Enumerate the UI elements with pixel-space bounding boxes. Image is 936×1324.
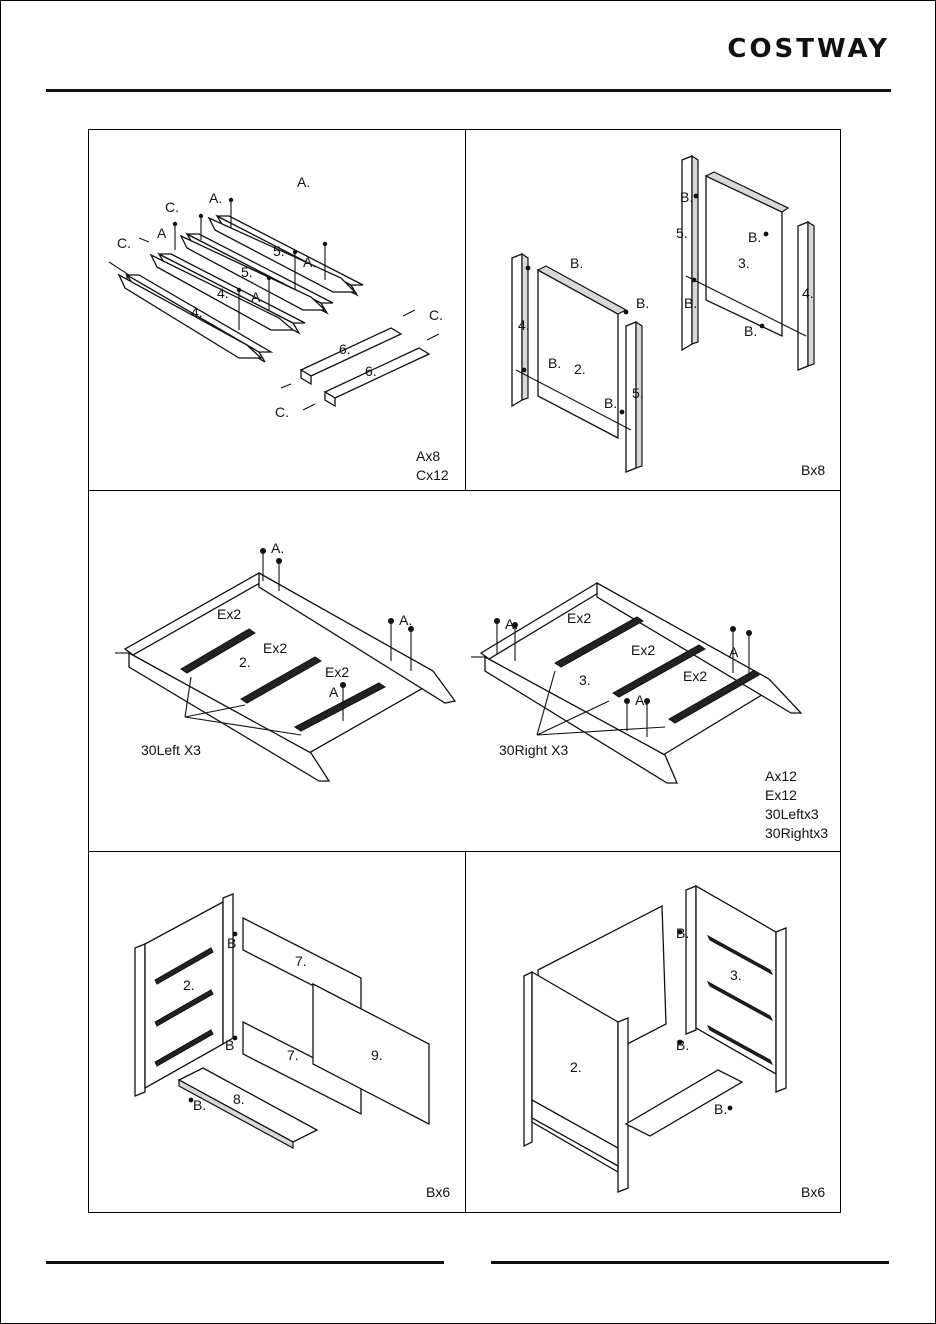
label-e: Ex2 xyxy=(683,668,707,684)
label-a: A. xyxy=(297,174,310,190)
label-b: B. xyxy=(676,925,689,941)
footer-rule-left xyxy=(46,1261,444,1264)
label-part-4: 4. xyxy=(518,317,530,333)
label-part-6: 6. xyxy=(339,341,351,357)
quantity-list: Ax8 Cx12 xyxy=(416,447,449,485)
label-a: A. xyxy=(505,616,518,632)
label-part-5: 5. xyxy=(241,264,253,280)
label-b: B. xyxy=(548,355,561,371)
quantity-slide-left: 30Leftx3 xyxy=(765,805,828,824)
label-part-3: 3. xyxy=(579,672,591,688)
quantity-list: Ax12 Ex12 30Leftx3 30Rightx3 xyxy=(765,767,828,843)
label-a: A xyxy=(157,225,167,241)
quantity-b: Bx8 xyxy=(801,461,825,480)
label-b: B. xyxy=(684,295,697,311)
label-c: C. xyxy=(165,199,179,215)
step-1-panel: A. A. A A. A. C. C. C. C. 4. 4. 5. 5. 6.… xyxy=(88,129,466,491)
label-part-2: 2. xyxy=(574,361,586,377)
step-4-panel: B B B. 2. 7. 7. 8. 9. Bx6 xyxy=(88,851,466,1213)
quantity-a: Ax8 xyxy=(416,447,449,466)
back-leg-right xyxy=(776,928,786,1092)
label-part-6: 6. xyxy=(365,363,377,379)
label-part-2: 2. xyxy=(239,654,251,670)
step-5-panel: B. B. B. 2. 3. Bx6 xyxy=(465,851,841,1213)
label-b: B xyxy=(225,1037,234,1053)
label-a: A. xyxy=(251,289,264,305)
label-a: A xyxy=(329,684,339,700)
step-1-diagram: A. A. A A. A. C. C. C. C. 4. 4. 5. 5. 6.… xyxy=(89,130,467,492)
quantity-slide-right: 30Rightx3 xyxy=(765,824,828,843)
label-e: Ex2 xyxy=(631,642,655,658)
quantity-list: Bx8 xyxy=(801,461,825,480)
step-5-diagram: B. B. B. 2. 3. xyxy=(466,852,842,1214)
quantity-b: Bx6 xyxy=(426,1183,450,1202)
header-rule xyxy=(46,89,891,92)
footer-rule-right xyxy=(491,1261,889,1264)
quantity-a: Ax12 xyxy=(765,767,828,786)
label-part-5: 5. xyxy=(632,385,644,401)
step-2-panel: B. B. B. B. B. B. B. B. 2. 3. 4. 4. 5. 5… xyxy=(465,129,841,491)
label-part-9: 9. xyxy=(371,1047,383,1063)
label-part-8: 8. xyxy=(233,1091,245,1107)
side-leg-left xyxy=(135,944,145,1096)
label-part-3: 3. xyxy=(738,255,750,271)
back-leg-left xyxy=(686,886,696,1034)
label-b: B. xyxy=(636,295,649,311)
label-a: A. xyxy=(399,612,412,628)
label-e: Ex2 xyxy=(217,606,241,622)
label-part-4: 4. xyxy=(802,285,814,301)
label-a: A xyxy=(729,644,739,660)
quantity-list: Bx6 xyxy=(426,1183,450,1202)
step-2-diagram: B. B. B. B. B. B. B. B. 2. 3. 4. 4. 5. 5… xyxy=(466,130,842,492)
label-e: Ex2 xyxy=(325,664,349,680)
label-part-4: 4. xyxy=(217,285,229,301)
step-3-diagram: A. A. A A. A. A Ex2 Ex2 Ex2 Ex2 Ex2 Ex2 … xyxy=(89,491,842,853)
label-b: B. xyxy=(680,189,693,205)
label-e: Ex2 xyxy=(567,610,591,626)
label-c: C. xyxy=(429,307,443,323)
label-b: B. xyxy=(193,1097,206,1113)
label-part-4: 4. xyxy=(191,304,203,320)
label-slide-left: 30Left X3 xyxy=(141,742,201,758)
label-part-2: 2. xyxy=(183,977,195,993)
quantity-list: Bx6 xyxy=(801,1183,825,1202)
label-part-7: 7. xyxy=(295,953,307,969)
label-a: A. xyxy=(271,540,284,556)
front-leg-right xyxy=(618,1018,628,1192)
label-a: A. xyxy=(209,190,222,206)
label-e: Ex2 xyxy=(263,640,287,656)
label-b: B. xyxy=(714,1101,727,1117)
label-part-3: 3. xyxy=(730,967,742,983)
label-part-5: 5. xyxy=(676,225,688,241)
label-b: B. xyxy=(604,395,617,411)
panel-2 xyxy=(538,270,618,438)
label-part-5: 5. xyxy=(273,243,285,259)
label-b: B. xyxy=(744,323,757,339)
quantity-c: Cx12 xyxy=(416,466,449,485)
label-a: A. xyxy=(635,692,648,708)
step-3-panel: A. A. A A. A. A Ex2 Ex2 Ex2 Ex2 Ex2 Ex2 … xyxy=(88,490,841,852)
label-b: B. xyxy=(748,229,761,245)
label-c: C. xyxy=(275,404,289,420)
brand-logo: COSTWAY xyxy=(727,34,890,64)
label-a: A. xyxy=(303,254,316,270)
label-b: B xyxy=(227,935,236,951)
quantity-b: Bx6 xyxy=(801,1183,825,1202)
front-leg-left xyxy=(524,972,532,1146)
step-4-diagram: B B B. 2. 7. 7. 8. 9. xyxy=(89,852,467,1214)
label-b: B. xyxy=(676,1037,689,1053)
label-b: B. xyxy=(570,255,583,271)
label-c: C. xyxy=(117,235,131,251)
side-leg-right xyxy=(223,894,233,1044)
quantity-e: Ex12 xyxy=(765,786,828,805)
label-part-7: 7. xyxy=(287,1047,299,1063)
label-slide-right: 30Right X3 xyxy=(499,742,568,758)
back-leg-5 xyxy=(682,156,692,350)
label-part-2: 2. xyxy=(570,1059,582,1075)
